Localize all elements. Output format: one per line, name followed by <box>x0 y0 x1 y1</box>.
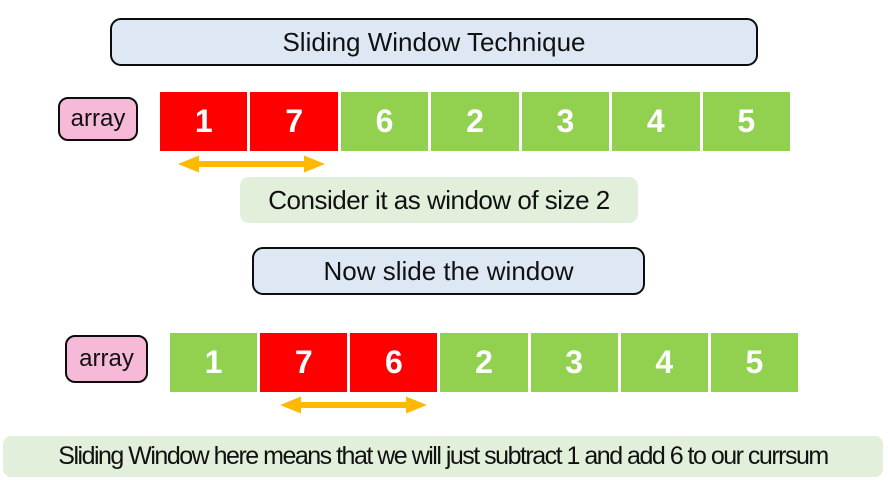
array-cell: 4 <box>612 92 700 151</box>
array-cell: 7 <box>260 333 348 392</box>
array-cell: 5 <box>710 333 798 392</box>
explanation-note: Sliding Window here means that we will j… <box>3 436 883 477</box>
array-row-2: 1 7 6 2 3 4 5 <box>170 333 798 392</box>
array-cell: 2 <box>431 92 519 151</box>
double-arrow-icon <box>280 395 427 415</box>
array-cell: 6 <box>350 333 438 392</box>
array-cell: 3 <box>521 92 610 151</box>
array-cell: 6 <box>340 92 429 151</box>
array-cell: 4 <box>620 333 708 392</box>
array-cell: 5 <box>702 92 790 151</box>
title-box-technique: Sliding Window Technique <box>110 18 758 66</box>
array-row-1: 1 7 6 2 3 4 5 <box>160 92 790 151</box>
title-box-slide: Now slide the window <box>252 247 645 295</box>
array-cell: 1 <box>170 333 258 392</box>
array-cell: 1 <box>160 92 248 151</box>
array-cell: 2 <box>440 333 528 392</box>
array-cell: 3 <box>530 333 618 392</box>
array-cell: 7 <box>250 92 338 151</box>
double-arrow-icon <box>178 154 325 174</box>
window-size-note: Consider it as window of size 2 <box>240 177 638 223</box>
array-label-1: array <box>58 97 138 141</box>
array-label-2: array <box>65 335 148 383</box>
